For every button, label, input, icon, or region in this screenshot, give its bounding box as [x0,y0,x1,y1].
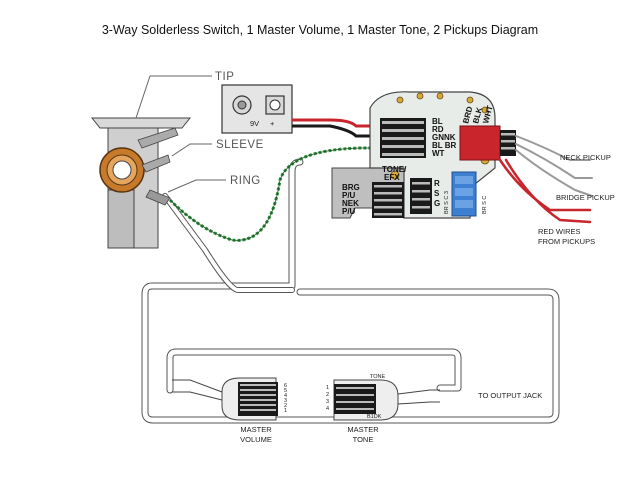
battery-plus: + [270,119,275,128]
master-volume-pot: 6 5 4 3 2 1 [221,377,287,421]
side-label-2: BR S C [482,196,488,214]
bridge-pickup-label: BRIDGE PICKUP [556,193,615,202]
output-cable [141,158,560,424]
pickup-connector-block [459,125,501,161]
diagram-title: 3-Way Solderless Switch, 1 Master Volume… [102,23,538,37]
pin-r: R [434,179,440,188]
output-jack [90,117,192,249]
tone-pin-4: 4 [326,406,329,412]
tip-label: TIP [215,71,234,83]
left-label-1: BRG [342,183,360,192]
pot-wires [172,379,440,405]
vol-pin-4: 4 [284,393,287,399]
master-tone-pot: TONE 1 2 3 4 B1DK [326,374,399,421]
tone-pin-1: 1 [326,385,329,391]
tone-label-2: TONE [353,435,374,444]
pickup-wires [498,135,593,224]
vol-pin-2: 2 [284,403,287,409]
battery-voltage: 9V [250,119,259,128]
red-wires-label-2: FROM PICKUPS [538,237,595,246]
tone-pin-2: 2 [326,392,329,398]
left-label-4: P/U [342,207,356,216]
header-label-5: WT [432,149,445,158]
header-label-2: RD [432,125,444,134]
vol-pin-1: 1 [284,408,287,414]
vol-pin-6: 6 [284,383,287,389]
ring-label: RING [230,175,261,187]
right-label-2: BLK [471,106,484,124]
volume-label-1: MASTER [240,425,272,434]
left-label-2: P/U [342,191,356,200]
header-label-1: BL [432,117,443,126]
callout-lines [135,75,226,193]
tone-efx-label-2: EFX [384,173,400,182]
left-label-3: NEK [342,199,359,208]
pin-s: S [434,189,440,198]
header-label-4: BL BR [432,141,457,150]
battery-connector: 9V + [221,84,293,134]
vol-pin-3: 3 [284,398,287,404]
vol-pin-5: 5 [284,388,287,394]
right-label-1: BRD [461,105,474,124]
neck-pickup-label: NECK PICKUP [560,153,611,162]
header-label-3: GNNK [432,133,456,142]
tone-bottom-label: B1DK [367,414,382,420]
tone-top-label: TONE [370,374,386,380]
switch-board: BL RD GNNK BL BR WT TONE/ EFX BRG P/U NE… [331,91,516,219]
output-jack-label: TO OUTPUT JACK [478,391,542,400]
volume-label-2: VOLUME [240,435,272,444]
side-label-1: BR S C 3 [444,191,450,214]
tone-label-1: MASTER [347,425,379,434]
pin-g: G [434,199,440,208]
red-wires-label-1: RED WIRES [538,227,581,236]
sleeve-label: SLEEVE [216,139,264,151]
tone-efx-label-1: TONE/ [382,165,407,174]
tone-pin-3: 3 [326,399,329,405]
